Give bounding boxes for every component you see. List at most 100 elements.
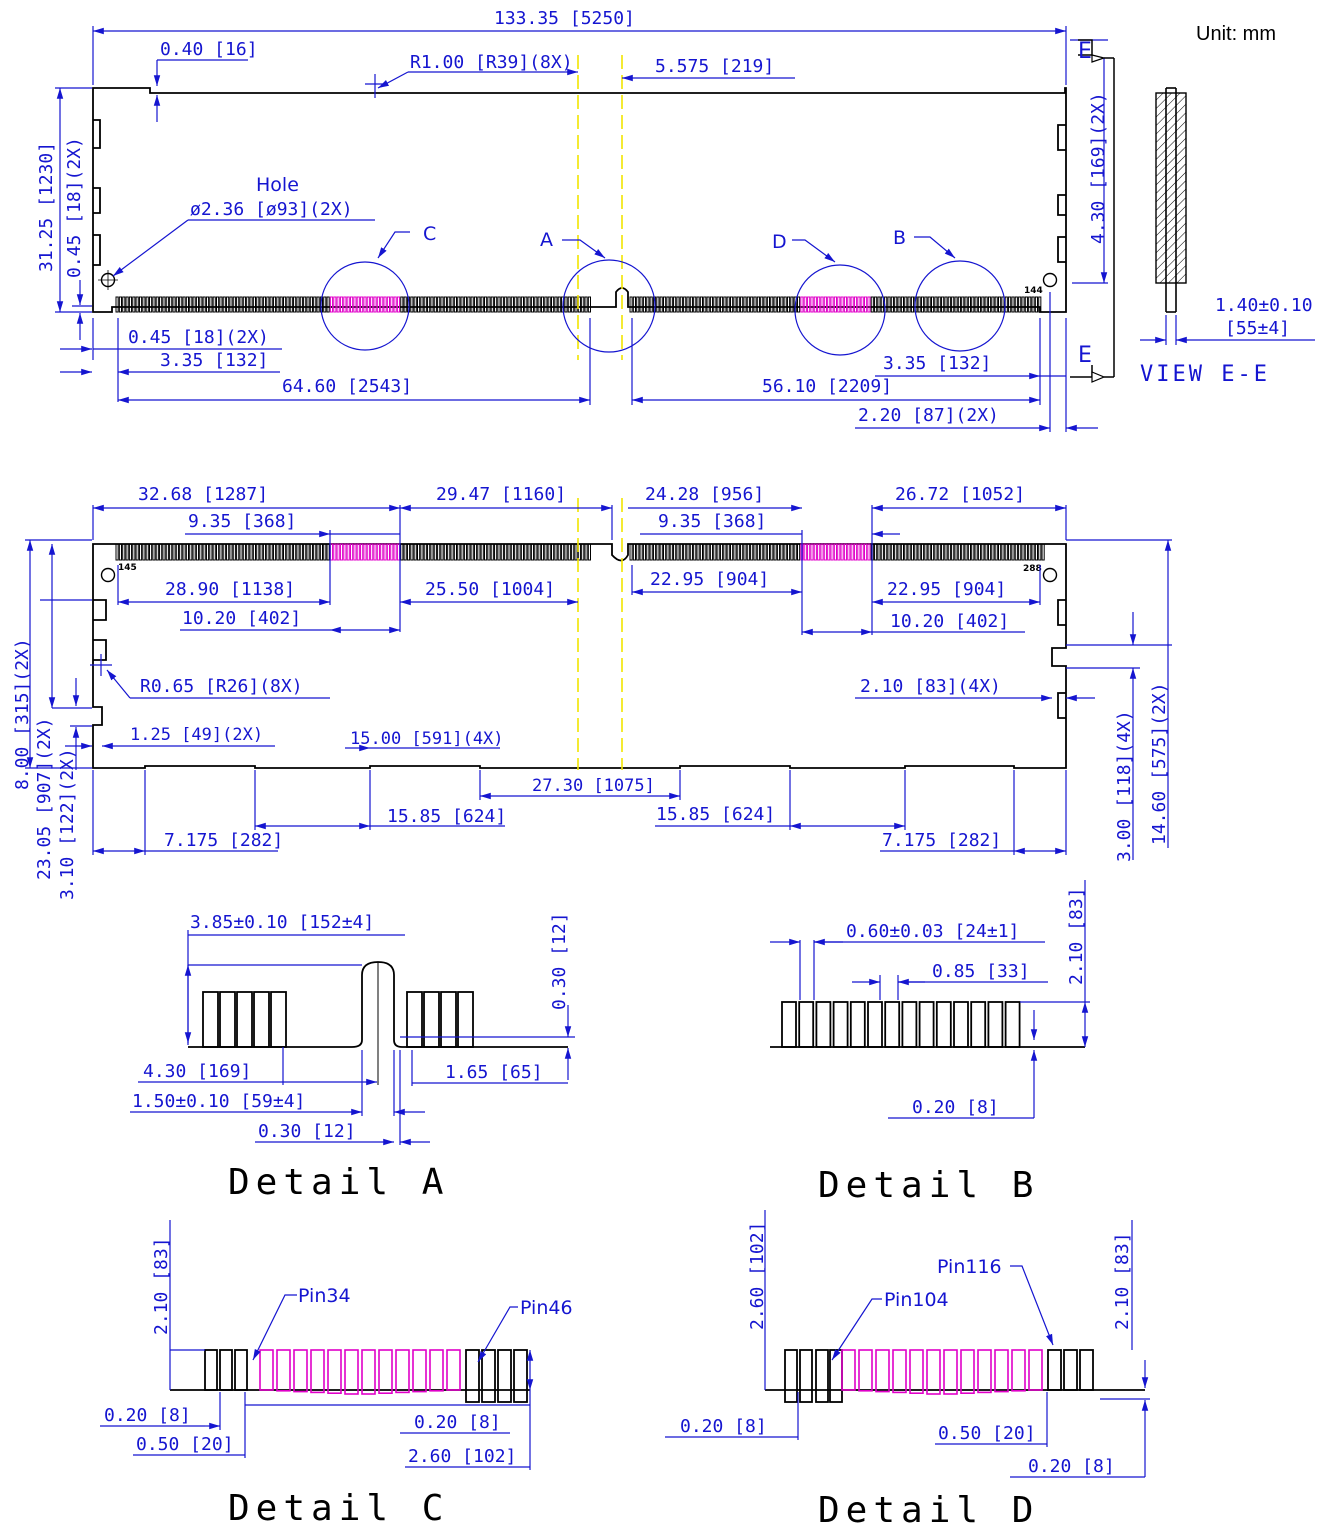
back-pin [770, 543, 774, 561]
back-pin [998, 543, 1002, 561]
dim-right-height: 4.30 [169](2X) [1088, 92, 1109, 244]
back-pin [914, 543, 918, 561]
front-pin [1008, 296, 1012, 313]
back-pin [417, 543, 421, 561]
back-pin [185, 543, 190, 561]
front-pin [380, 296, 384, 313]
back-pin [309, 543, 313, 561]
pad [204, 1349, 218, 1391]
front-pin [497, 296, 501, 313]
back-pin [463, 543, 468, 561]
back-pin [252, 543, 257, 561]
back-pin [296, 543, 300, 561]
front-pin [629, 296, 633, 313]
front-pin [746, 296, 750, 313]
front-pin [373, 296, 377, 313]
front-pin [410, 296, 414, 313]
back-pin [1018, 543, 1022, 561]
back-pin [494, 543, 498, 561]
back-pin [587, 543, 591, 561]
front-pin [719, 296, 724, 313]
front-pin [646, 296, 650, 313]
back-pin [299, 543, 303, 561]
pad [867, 1001, 883, 1048]
hole-label: Hole [256, 174, 299, 196]
back-pin [730, 543, 734, 561]
front-pin [696, 296, 700, 313]
pad-highlight [446, 1349, 461, 1391]
front-board-outline [92, 87, 1067, 313]
front-pin [437, 296, 441, 313]
pad [236, 991, 253, 1048]
front-pin [433, 296, 437, 313]
back-pin [524, 543, 528, 561]
dim-back-seg-l: 15.85 [624] [387, 806, 506, 827]
front-pin [544, 296, 548, 313]
front-pin [443, 296, 447, 313]
front-pin [693, 296, 697, 313]
front-pin [763, 296, 767, 313]
back-pin [920, 543, 925, 561]
pad [798, 1001, 815, 1048]
back-pin [346, 543, 350, 561]
back-pin [581, 543, 585, 561]
front-pin [910, 296, 915, 313]
front-pin [343, 296, 347, 313]
dim-right-hole: 2.20 [87](2X) [858, 405, 999, 426]
back-pin [128, 543, 133, 561]
back-pin [1008, 543, 1012, 561]
front-pin [266, 296, 270, 313]
front-pin [155, 296, 159, 313]
front-pin [877, 296, 881, 313]
detail-c-height: 2.10 [83] [151, 1237, 172, 1335]
back-pin [961, 543, 965, 561]
dim-back-3: 24.28 [956] [645, 484, 764, 505]
front-pin [967, 296, 971, 313]
front-pin [636, 296, 640, 313]
detail-b-pad-width: 0.60±0.03 [24±1] [846, 921, 1019, 942]
back-pin [927, 543, 931, 561]
front-pin [853, 296, 858, 313]
front-pin [887, 296, 891, 313]
front-pin [1014, 296, 1018, 313]
back-pin [726, 543, 730, 561]
front-pin [770, 296, 774, 313]
dim-back-6: 9.35 [368] [658, 511, 766, 532]
back-pin [659, 543, 663, 561]
back-pin [520, 543, 524, 561]
detail-a: 3.85±0.10 [152±4] 0.30 [12] 4.30 [169] 1… [130, 912, 575, 1203]
pad [219, 1349, 233, 1391]
back-pin [269, 543, 273, 561]
front-pin [870, 296, 874, 313]
front-pin [676, 296, 680, 313]
front-pin [423, 296, 427, 313]
back-pin [964, 543, 968, 561]
front-pin [165, 296, 169, 313]
back-pin [683, 543, 687, 561]
back-pin [484, 543, 488, 561]
back-pin [266, 543, 270, 561]
front-pin [376, 296, 380, 313]
back-pin [850, 543, 854, 561]
front-pin [981, 296, 985, 313]
back-pin [229, 543, 233, 561]
front-pin [951, 296, 955, 313]
back-pin [840, 543, 844, 561]
front-pin [216, 296, 220, 313]
back-pin [145, 543, 149, 561]
back-pin [329, 543, 334, 561]
back-pin [689, 543, 693, 561]
front-pin [336, 296, 340, 313]
front-pin [179, 296, 183, 313]
detail-a-title: Detail A [228, 1162, 449, 1203]
front-pin [427, 296, 431, 313]
back-pin [262, 543, 267, 561]
back-pin [783, 543, 787, 561]
front-pin [813, 296, 817, 313]
front-pin [326, 296, 330, 313]
front-pin [383, 296, 387, 313]
detail-b-pads [781, 1001, 1021, 1048]
back-pin [1024, 543, 1028, 561]
detail-a-top: 3.85±0.10 [152±4] [190, 912, 374, 933]
front-pin [730, 296, 734, 313]
